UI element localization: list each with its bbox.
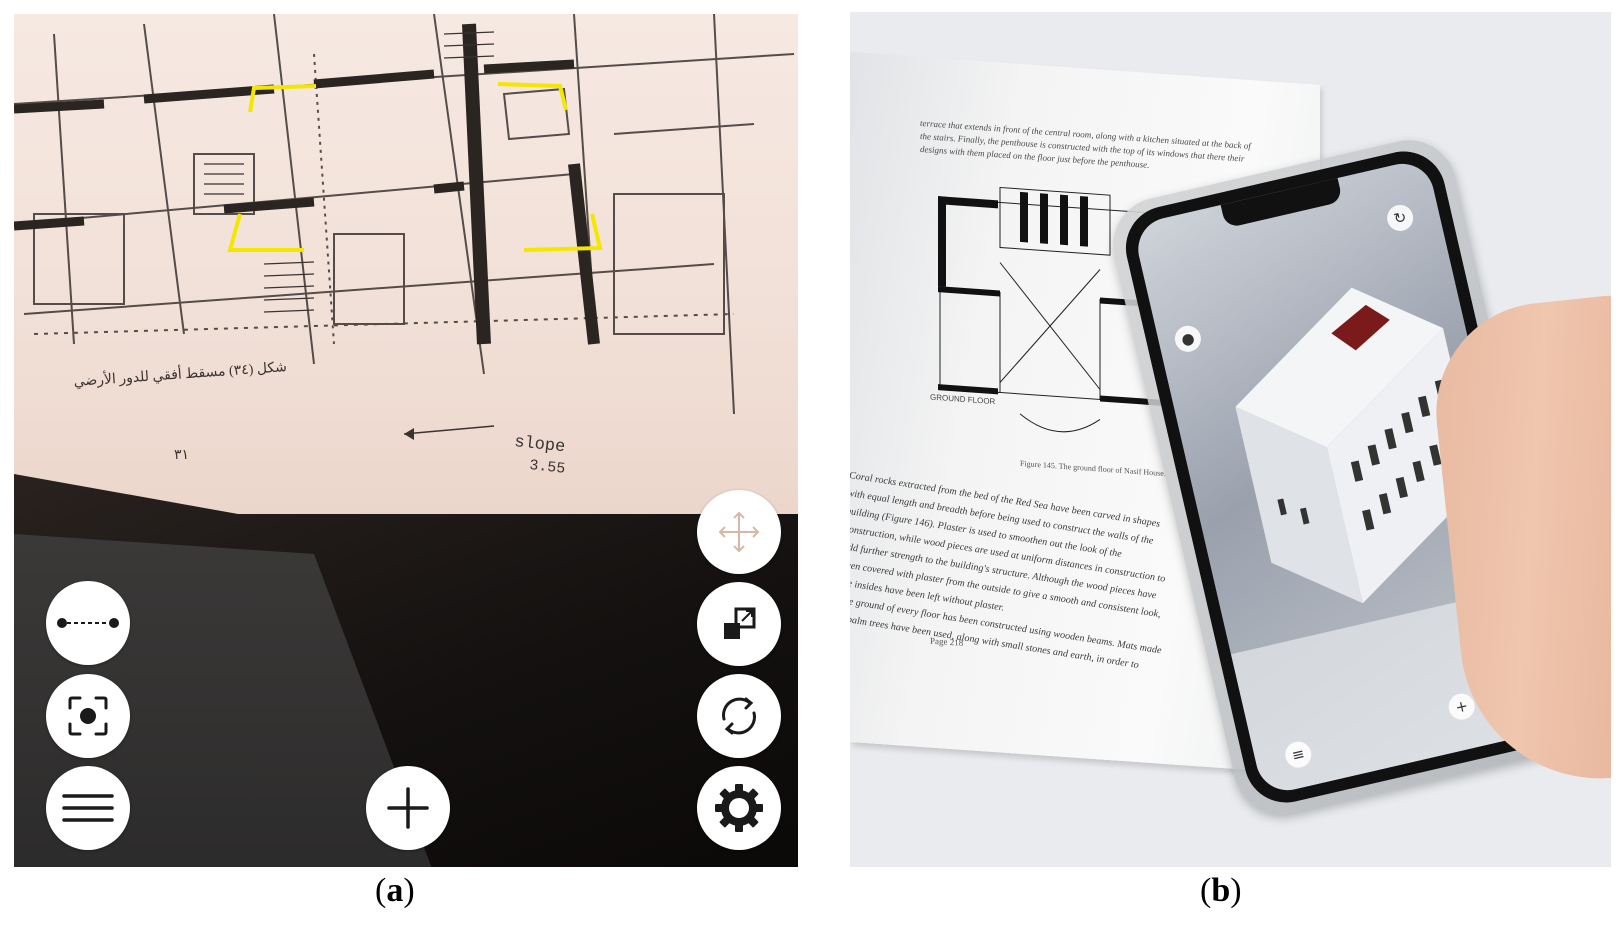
caption-a-letter: a [386, 872, 404, 909]
scale-icon [724, 607, 756, 639]
measure-line-icon [57, 618, 119, 628]
measure-button[interactable] [46, 581, 130, 665]
scale-button[interactable] [697, 582, 781, 666]
screenshot-icon [68, 696, 108, 736]
add-button[interactable] [366, 766, 450, 850]
caption-b: (b) [1200, 872, 1242, 910]
caption-b-open: ( [1200, 872, 1212, 909]
caption-a: (a) [375, 872, 415, 910]
book-page-label: Page 218 [930, 635, 964, 648]
caption-b-letter: b [1211, 872, 1231, 909]
book-header-text: terrace that extends in front of the cen… [920, 117, 1251, 170]
caption-a-close: ) [403, 872, 415, 909]
caption-a-open: ( [375, 872, 387, 909]
blueprint-drawing: شكل (٣٤) مسقط أفقي للدور الأرضي slope 3.… [14, 14, 795, 478]
panel-a-ar-app-screenshot: شكل (٣٤) مسقط أفقي للدور الأرضي slope 3.… [14, 14, 798, 867]
ar-scan-corner-top-left [248, 84, 317, 113]
move-button[interactable] [697, 490, 781, 574]
hamburger-menu-icon [62, 794, 114, 822]
ar-scan-corner-bottom-left [227, 213, 304, 252]
panel-b-phone-photo: terrace that extends in front of the cen… [850, 12, 1611, 867]
move-arrows-icon [718, 511, 760, 553]
caption-b-close: ) [1230, 872, 1242, 909]
settings-button[interactable] [697, 766, 781, 850]
plus-icon [387, 787, 429, 829]
blueprint-slope-value: 3.55 [528, 457, 566, 478]
book-body-text: Coral rocks extracted from the bed of th… [850, 467, 1189, 681]
gear-icon [715, 784, 763, 832]
blueprint-arabic-title: شكل (٣٤) مسقط أفقي للدور الأرضي [73, 356, 287, 390]
rotate-icon [722, 697, 756, 735]
ar-scan-corner-top-right [497, 82, 568, 111]
blueprint-slope-label: slope [513, 433, 566, 457]
rotate-button[interactable] [697, 674, 781, 758]
menu-button[interactable] [46, 766, 130, 850]
blueprint-page-number: ٣١ [174, 448, 189, 463]
ar-scan-corner-bottom-right [523, 213, 603, 252]
capture-button[interactable] [46, 674, 130, 758]
